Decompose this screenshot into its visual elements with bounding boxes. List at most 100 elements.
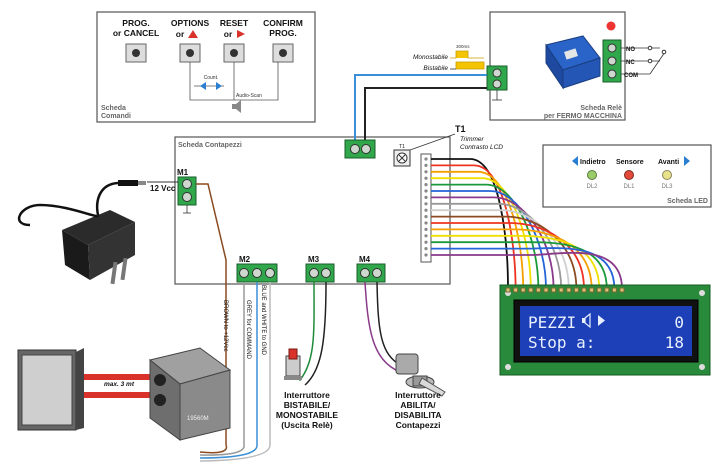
lcd-pin [589,287,595,293]
ribbon-wire [431,196,555,290]
lcd-pin [535,287,541,293]
header-pin [424,253,428,257]
header-pin [424,234,428,238]
nc-contact [647,58,653,64]
beam-upper [84,374,154,380]
lcd-pin [566,287,572,293]
white-wire-end [199,444,271,462]
confirm-label-2: PROG. [269,28,296,38]
relay-output-terminal [344,139,376,159]
header-pin [424,195,428,199]
switch2-caption-3: DISABILITA [394,410,441,420]
trimmer-pointer [409,133,456,151]
grey-wire-end [199,444,245,456]
trimmer-icon[interactable] [393,149,411,167]
pivot-contact [661,49,667,55]
lcd-pin [604,287,610,293]
sensor-label: Sensore [616,159,644,166]
confirm-button[interactable] [272,43,294,63]
lcd-play-icon [598,315,605,326]
options-label-1: OPTIONS [171,18,210,28]
monostable-label: Monostabile [413,54,448,61]
command-board [96,11,316,123]
slide-switch-icon[interactable] [284,348,302,380]
dl1-label: DL1 [623,184,635,190]
led-dl3 [662,170,672,180]
prog-button[interactable] [125,43,147,63]
ribbon-wire [431,234,601,290]
lcd-header [420,153,432,263]
command-board-label-1: Scheda [101,105,126,112]
lcd-line2-left: Stop a: [528,333,595,352]
ribbon-wire [431,228,593,290]
header-pin [424,227,428,231]
m4-purple-wire [364,281,401,373]
ribbon-wire [431,164,517,290]
back-label: Indietro [580,159,606,166]
header-pin [424,183,428,187]
reset-label-2: or [224,29,233,39]
lcd-header-pins [424,157,428,257]
grey-wire-label: GREY for COMMAND [245,300,251,360]
relay-board-label-1: Scheda Relè [580,105,622,112]
brown-wire-end [199,444,228,454]
blue-wire-end [199,444,258,459]
command-board-label-2: Comandi [101,113,131,120]
prog-label-1: PROG. [122,18,149,28]
lcd-ribbon [431,158,623,290]
m3-label: M3 [308,255,320,264]
lcd-pin [520,287,526,293]
monostable-pulse [450,50,484,59]
switch-contact [649,51,666,75]
toggle-switch-icon[interactable] [395,353,446,397]
m2-terminal [236,263,278,283]
reflector-icon [17,348,84,431]
led-dl2 [587,170,597,180]
header-pin [424,176,428,180]
options-button[interactable] [179,43,201,63]
m4-terminal [356,263,386,283]
lcd-line2-right: 18 [665,333,684,352]
confirm-label-1: CONFIRM [263,18,303,28]
switch2-caption-2: ABILITA/ [400,400,436,410]
forward-label: Avanti [658,159,679,166]
brown-wire [196,183,227,445]
dl3-label: DL3 [661,184,673,190]
forward-arrow-icon [684,156,690,166]
counter-board-label: Scheda Contapezzi [178,142,242,149]
m1-terminal [177,176,197,206]
m1-label: M1 [177,168,189,177]
speaker-icon [232,100,241,113]
distance-label: max. 3 mt [104,381,135,388]
header-pin [424,208,428,212]
switch1-caption-2: BISTABILE/ [284,400,331,410]
power-adapter-icon [62,210,135,285]
switch2-caption-1: Interruttore [395,390,441,400]
lcd-pin [551,287,557,293]
power-label: 12 Vcc [150,184,176,193]
m3-terminal [305,263,335,283]
trimmer-label-2: Contrasto LCD [460,144,503,151]
relay-wire-blue [354,74,487,143]
reset-button[interactable] [223,43,245,63]
lcd-line1-left: PEZZI [528,313,576,332]
header-pin [424,215,428,219]
bistable-label: Bistabile [423,65,448,72]
switch1-caption-3: MONOSTABILE [276,410,339,420]
lcd-pin [611,287,617,293]
lcd-pin [596,287,602,293]
sensor-model-label: 19560M [187,416,209,422]
reset-label-1: RESET [220,18,249,28]
nc-label: NC [626,60,635,66]
ribbon-wire [431,241,608,290]
pulse-time-label: 300ms [456,44,470,49]
options-label-2: or [176,29,185,39]
lcd-pin [513,287,519,293]
ribbon-wire [431,158,509,290]
ribbon-wire [431,170,525,290]
count-left-icon [200,82,206,90]
switch2-caption-4: Contapezzi [396,420,441,430]
photo-sensor-icon [148,347,232,441]
right-arrow-icon [237,30,245,38]
back-arrow-icon [572,156,578,166]
